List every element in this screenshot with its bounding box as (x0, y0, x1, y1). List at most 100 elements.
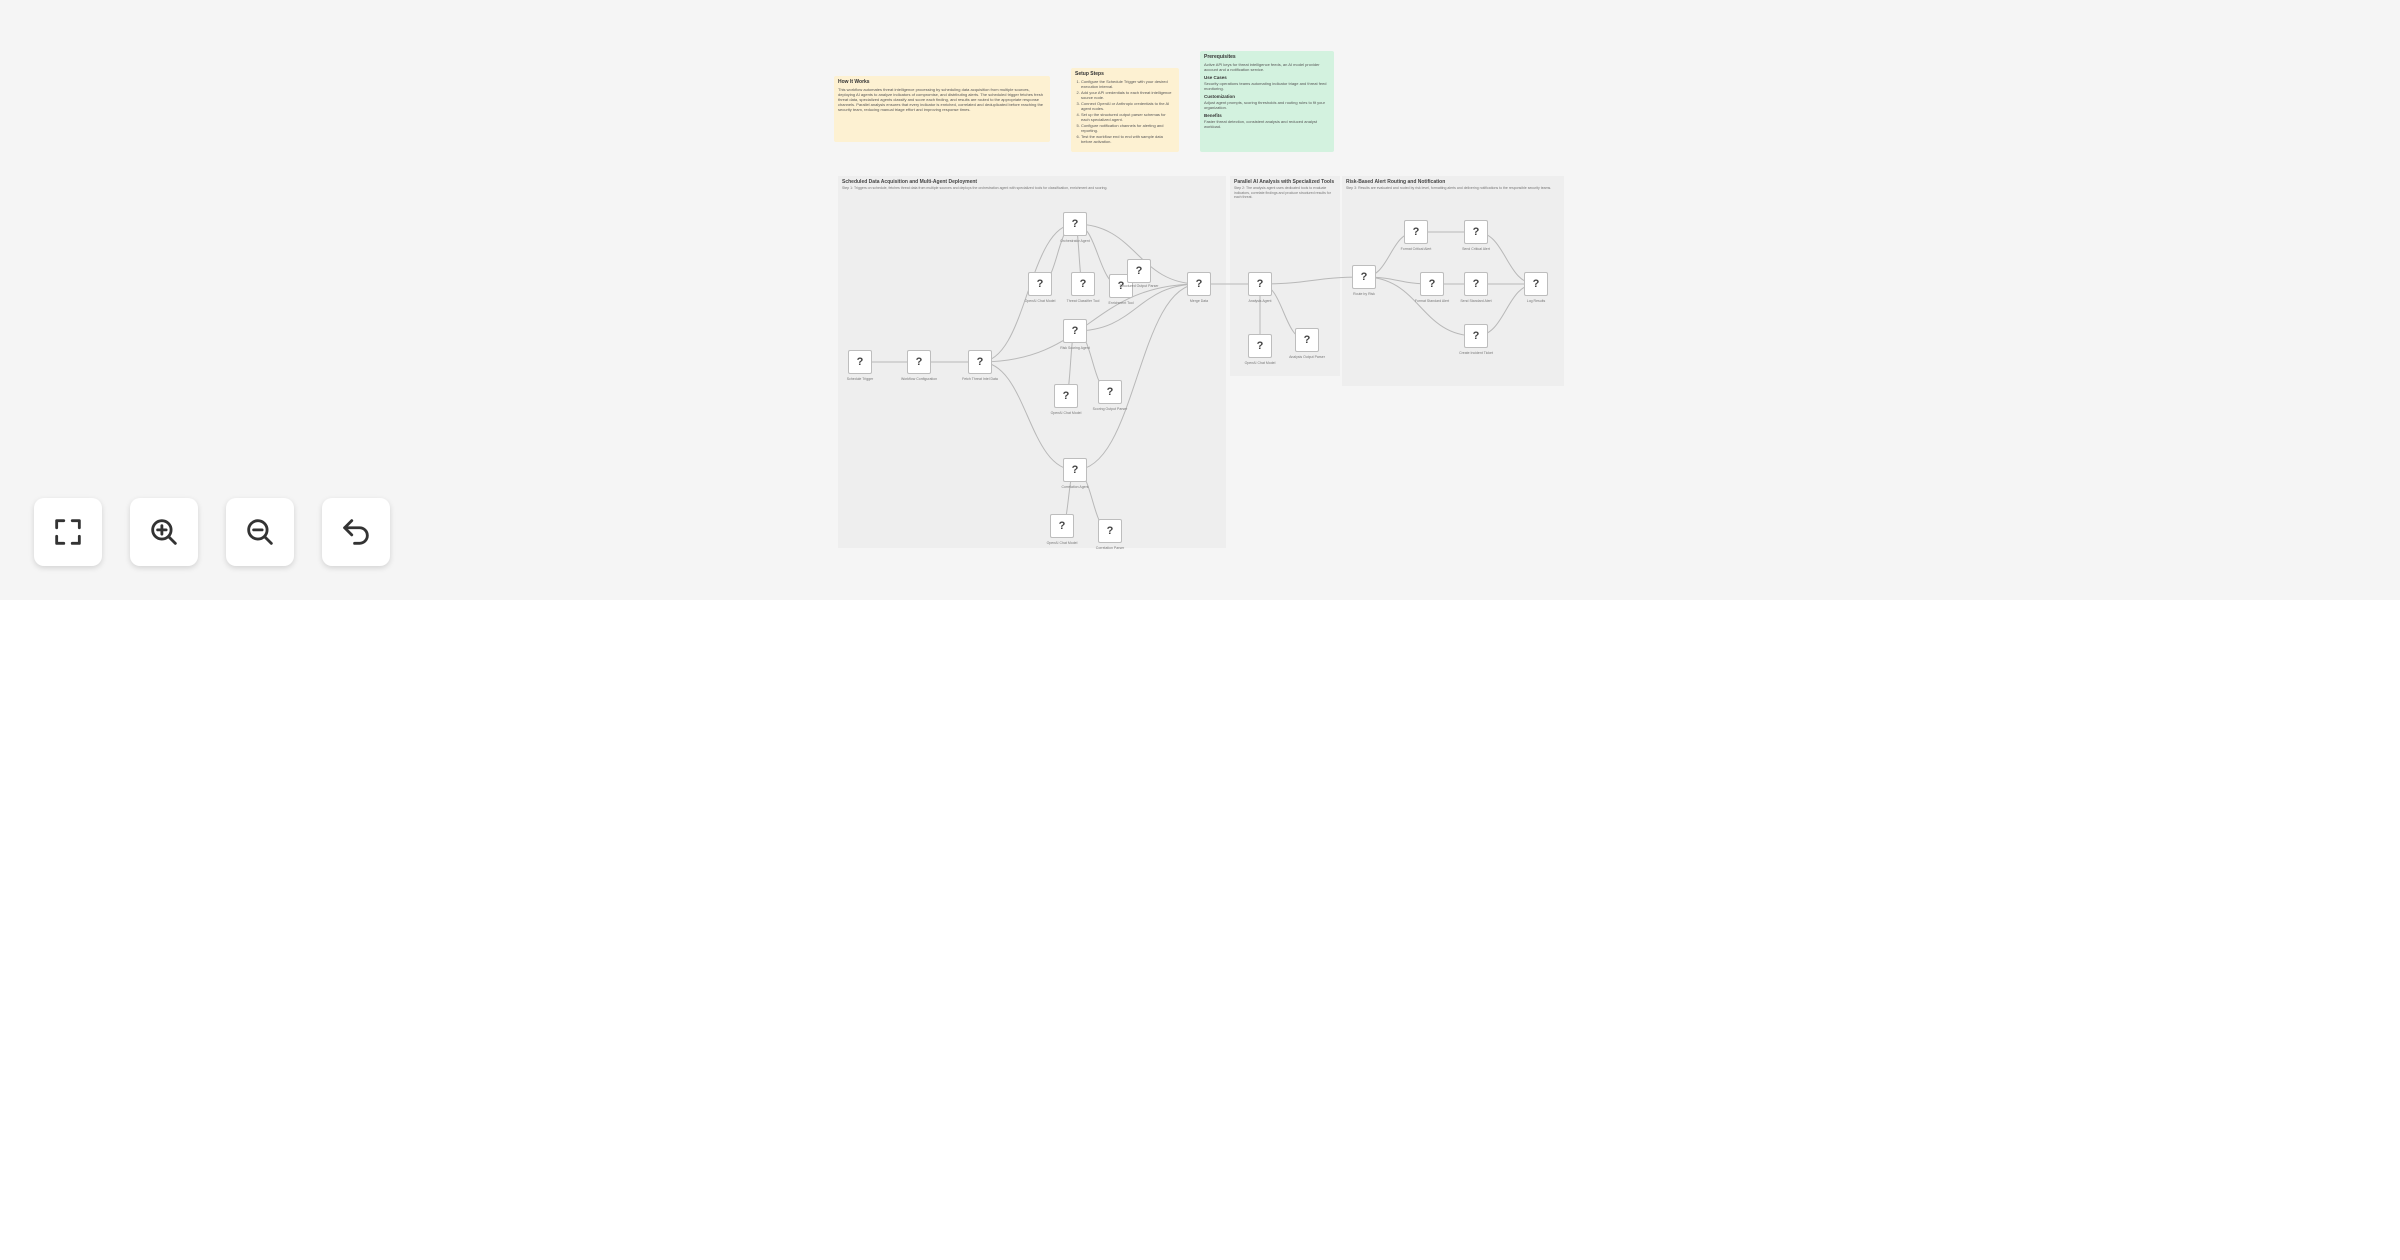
fullscreen-icon (55, 519, 81, 545)
benefits-heading: Benefits (1204, 113, 1222, 118)
node-label: Correlation Agent (1061, 485, 1089, 489)
node-label: Enrichment Tool (1108, 301, 1134, 305)
node-icon: ? (1472, 330, 1480, 342)
workflow-node[interactable]: ? (1187, 272, 1211, 296)
workflow-node[interactable]: ? (1404, 220, 1428, 244)
workflow-node[interactable]: ? (1028, 272, 1052, 296)
node-icon: ? (1256, 278, 1264, 290)
workflow-node[interactable]: ? (1464, 272, 1488, 296)
sticky-note-setup-steps[interactable]: Setup Steps Configure the Schedule Trigg… (1071, 68, 1179, 152)
node-label: Threat Classifier Tool (1066, 299, 1100, 303)
group-description: Step 3: Results are evaluated and routed… (1346, 186, 1552, 190)
node-label: Send Critical Alert (1462, 247, 1490, 251)
note-body: This workflow automates threat intellige… (838, 87, 1044, 112)
node-icon: ? (1360, 271, 1368, 283)
group-description: Step 2: The analysis agent uses dedicate… (1234, 186, 1331, 199)
workflow-node[interactable]: ? (1524, 272, 1548, 296)
node-icon: ? (1412, 226, 1420, 238)
reset-zoom-button[interactable] (322, 498, 390, 566)
workflow-node[interactable]: ? (1127, 259, 1151, 283)
use-cases-body: Security operations teams automating ind… (1204, 81, 1327, 91)
zoom-in-button[interactable] (130, 498, 198, 566)
node-icon: ? (1195, 278, 1203, 290)
node-icon: ? (1472, 278, 1480, 290)
undo-icon (343, 519, 369, 545)
node-label: OpenAI Chat Model (1024, 299, 1056, 303)
node-label: Create Incident Ticket (1459, 351, 1493, 355)
workflow-node[interactable]: ? (1352, 265, 1376, 289)
group-title: Risk-Based Alert Routing and Notificatio… (1346, 179, 1446, 185)
benefits-body: Faster threat detection, consistent anal… (1204, 119, 1317, 129)
node-label: Fetch Threat Intel Data (962, 377, 998, 381)
node-icon: ? (1106, 525, 1114, 537)
workflow-node[interactable]: ? (1063, 458, 1087, 482)
node-icon: ? (976, 356, 984, 368)
setup-step: Set up the structured output parser sche… (1081, 112, 1175, 122)
node-label: Log Results (1526, 299, 1546, 303)
node-label: Format Critical Alert (1400, 247, 1432, 251)
group-parallel-analysis[interactable]: Parallel AI Analysis with Specialized To… (1230, 176, 1340, 376)
workflow-node[interactable]: ? (1295, 328, 1319, 352)
workflow-node[interactable]: ? (1063, 319, 1087, 343)
node-label: Workflow Configuration (900, 377, 938, 381)
workflow-node[interactable]: ? (968, 350, 992, 374)
node-icon: ? (1472, 226, 1480, 238)
customization-body: Adjust agent prompts, scoring thresholds… (1204, 100, 1325, 110)
workflow-node[interactable]: ? (1464, 220, 1488, 244)
setup-step: Configure notification channels for aler… (1081, 123, 1175, 133)
workflow-node[interactable]: ? (1098, 380, 1122, 404)
workflow-node[interactable]: ? (1054, 384, 1078, 408)
workflow-node[interactable]: ? (1420, 272, 1444, 296)
node-icon: ? (1071, 464, 1079, 476)
node-label: Route by Risk (1353, 292, 1375, 296)
workflow-node[interactable]: ? (1098, 519, 1122, 543)
workflow-node[interactable]: ? (1063, 212, 1087, 236)
group-data-acquisition[interactable]: Scheduled Data Acquisition and Multi-Age… (838, 176, 1226, 548)
node-icon: ? (1117, 280, 1125, 292)
setup-step: Add your API credentials to each threat … (1081, 90, 1175, 100)
workflow-node[interactable]: ? (1248, 334, 1272, 358)
node-label: Structured Output Parser (1119, 284, 1159, 288)
setup-step: Test the workflow end to end with sample… (1081, 134, 1175, 144)
note-body: Active API keys for threat intelligence … (1204, 62, 1320, 72)
node-label: Correlation Parser (1095, 546, 1125, 550)
workflow-node[interactable]: ? (1248, 272, 1272, 296)
sticky-note-prerequisites[interactable]: Prerequisites Active API keys for threat… (1200, 51, 1334, 152)
node-icon: ? (1071, 218, 1079, 230)
workflow-node[interactable]: ? (848, 350, 872, 374)
workflow-node[interactable]: ? (1050, 514, 1074, 538)
workflow-node[interactable]: ? (907, 350, 931, 374)
workflow-node[interactable]: ? (1464, 324, 1488, 348)
group-title: Parallel AI Analysis with Specialized To… (1234, 179, 1335, 185)
node-icon: ? (1106, 386, 1114, 398)
node-icon: ? (1062, 390, 1070, 402)
node-icon: ? (915, 356, 923, 368)
node-label: Schedule Trigger (846, 377, 874, 381)
node-label: Orchestrator Agent (1060, 239, 1090, 243)
node-label: Scoring Output Parser (1092, 407, 1128, 411)
node-icon: ? (856, 356, 864, 368)
node-label: OpenAI Chat Model (1244, 361, 1276, 365)
node-label: Analysis Output Parser (1289, 355, 1325, 359)
node-label: Format Standard Alert (1414, 299, 1450, 303)
group-description: Step 1: Triggers on schedule, fetches th… (842, 186, 1108, 190)
zoom-out-icon (247, 519, 273, 545)
node-icon: ? (1079, 278, 1087, 290)
node-icon: ? (1256, 340, 1264, 352)
sticky-note-how-it-works[interactable]: How It Works This workflow automates thr… (834, 76, 1050, 142)
note-title: Prerequisites (1204, 54, 1236, 60)
note-title: Setup Steps (1075, 71, 1104, 77)
zoom-out-button[interactable] (226, 498, 294, 566)
setup-step: Connect OpenAI or Anthropic credentials … (1081, 101, 1175, 111)
setup-step: Configure the Schedule Trigger with your… (1081, 79, 1175, 89)
node-icon: ? (1135, 265, 1143, 277)
workflow-canvas[interactable]: How It Works This workflow automates thr… (0, 0, 2400, 600)
node-label: OpenAI Chat Model (1046, 541, 1078, 545)
node-label: Analysis Agent (1248, 299, 1272, 303)
node-icon: ? (1036, 278, 1044, 290)
node-label: OpenAI Chat Model (1050, 411, 1082, 415)
fit-view-button[interactable] (34, 498, 102, 566)
group-title: Scheduled Data Acquisition and Multi-Age… (842, 179, 978, 185)
workflow-node[interactable]: ? (1071, 272, 1095, 296)
node-icon: ? (1303, 334, 1311, 346)
